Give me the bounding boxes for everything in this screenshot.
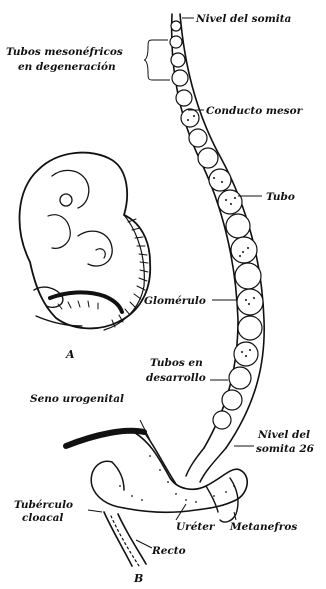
label-seno-urogenital: Seno urogenital — [30, 393, 124, 405]
label-nivel-somita-26-2: somita 26 — [256, 443, 315, 455]
label-glomerulo: Glomérulo — [144, 295, 206, 307]
label-nivel-somita-26-1: Nivel del — [257, 429, 310, 441]
label-tuberculo-2: cloacal — [22, 512, 63, 524]
label-tubos-desarrollo-1: Tubos en — [150, 357, 203, 369]
label-ureter: Uréter — [176, 521, 216, 533]
label-conducto: Conducto mesor — [206, 105, 304, 117]
panel-label-a: A — [65, 348, 75, 361]
label-tubos-mesonefricos-2: en degeneración — [18, 61, 116, 73]
label-nivel-somita-top: Nivel del somita — [195, 13, 292, 25]
label-tuberculo-1: Tubérculo — [14, 499, 73, 511]
label-recto: Recto — [151, 545, 186, 557]
mesonephros-column — [170, 14, 264, 482]
label-metanefros: Metanefros — [229, 521, 297, 533]
panel-label-b: B — [133, 572, 143, 585]
label-tubos-desarrollo-2: desarrollo — [146, 372, 206, 384]
label-tubo: Tubo — [266, 191, 295, 203]
embryo-illustration — [20, 153, 151, 330]
label-tubos-mesonefricos-1: Tubos mesonéfricos — [6, 46, 123, 58]
